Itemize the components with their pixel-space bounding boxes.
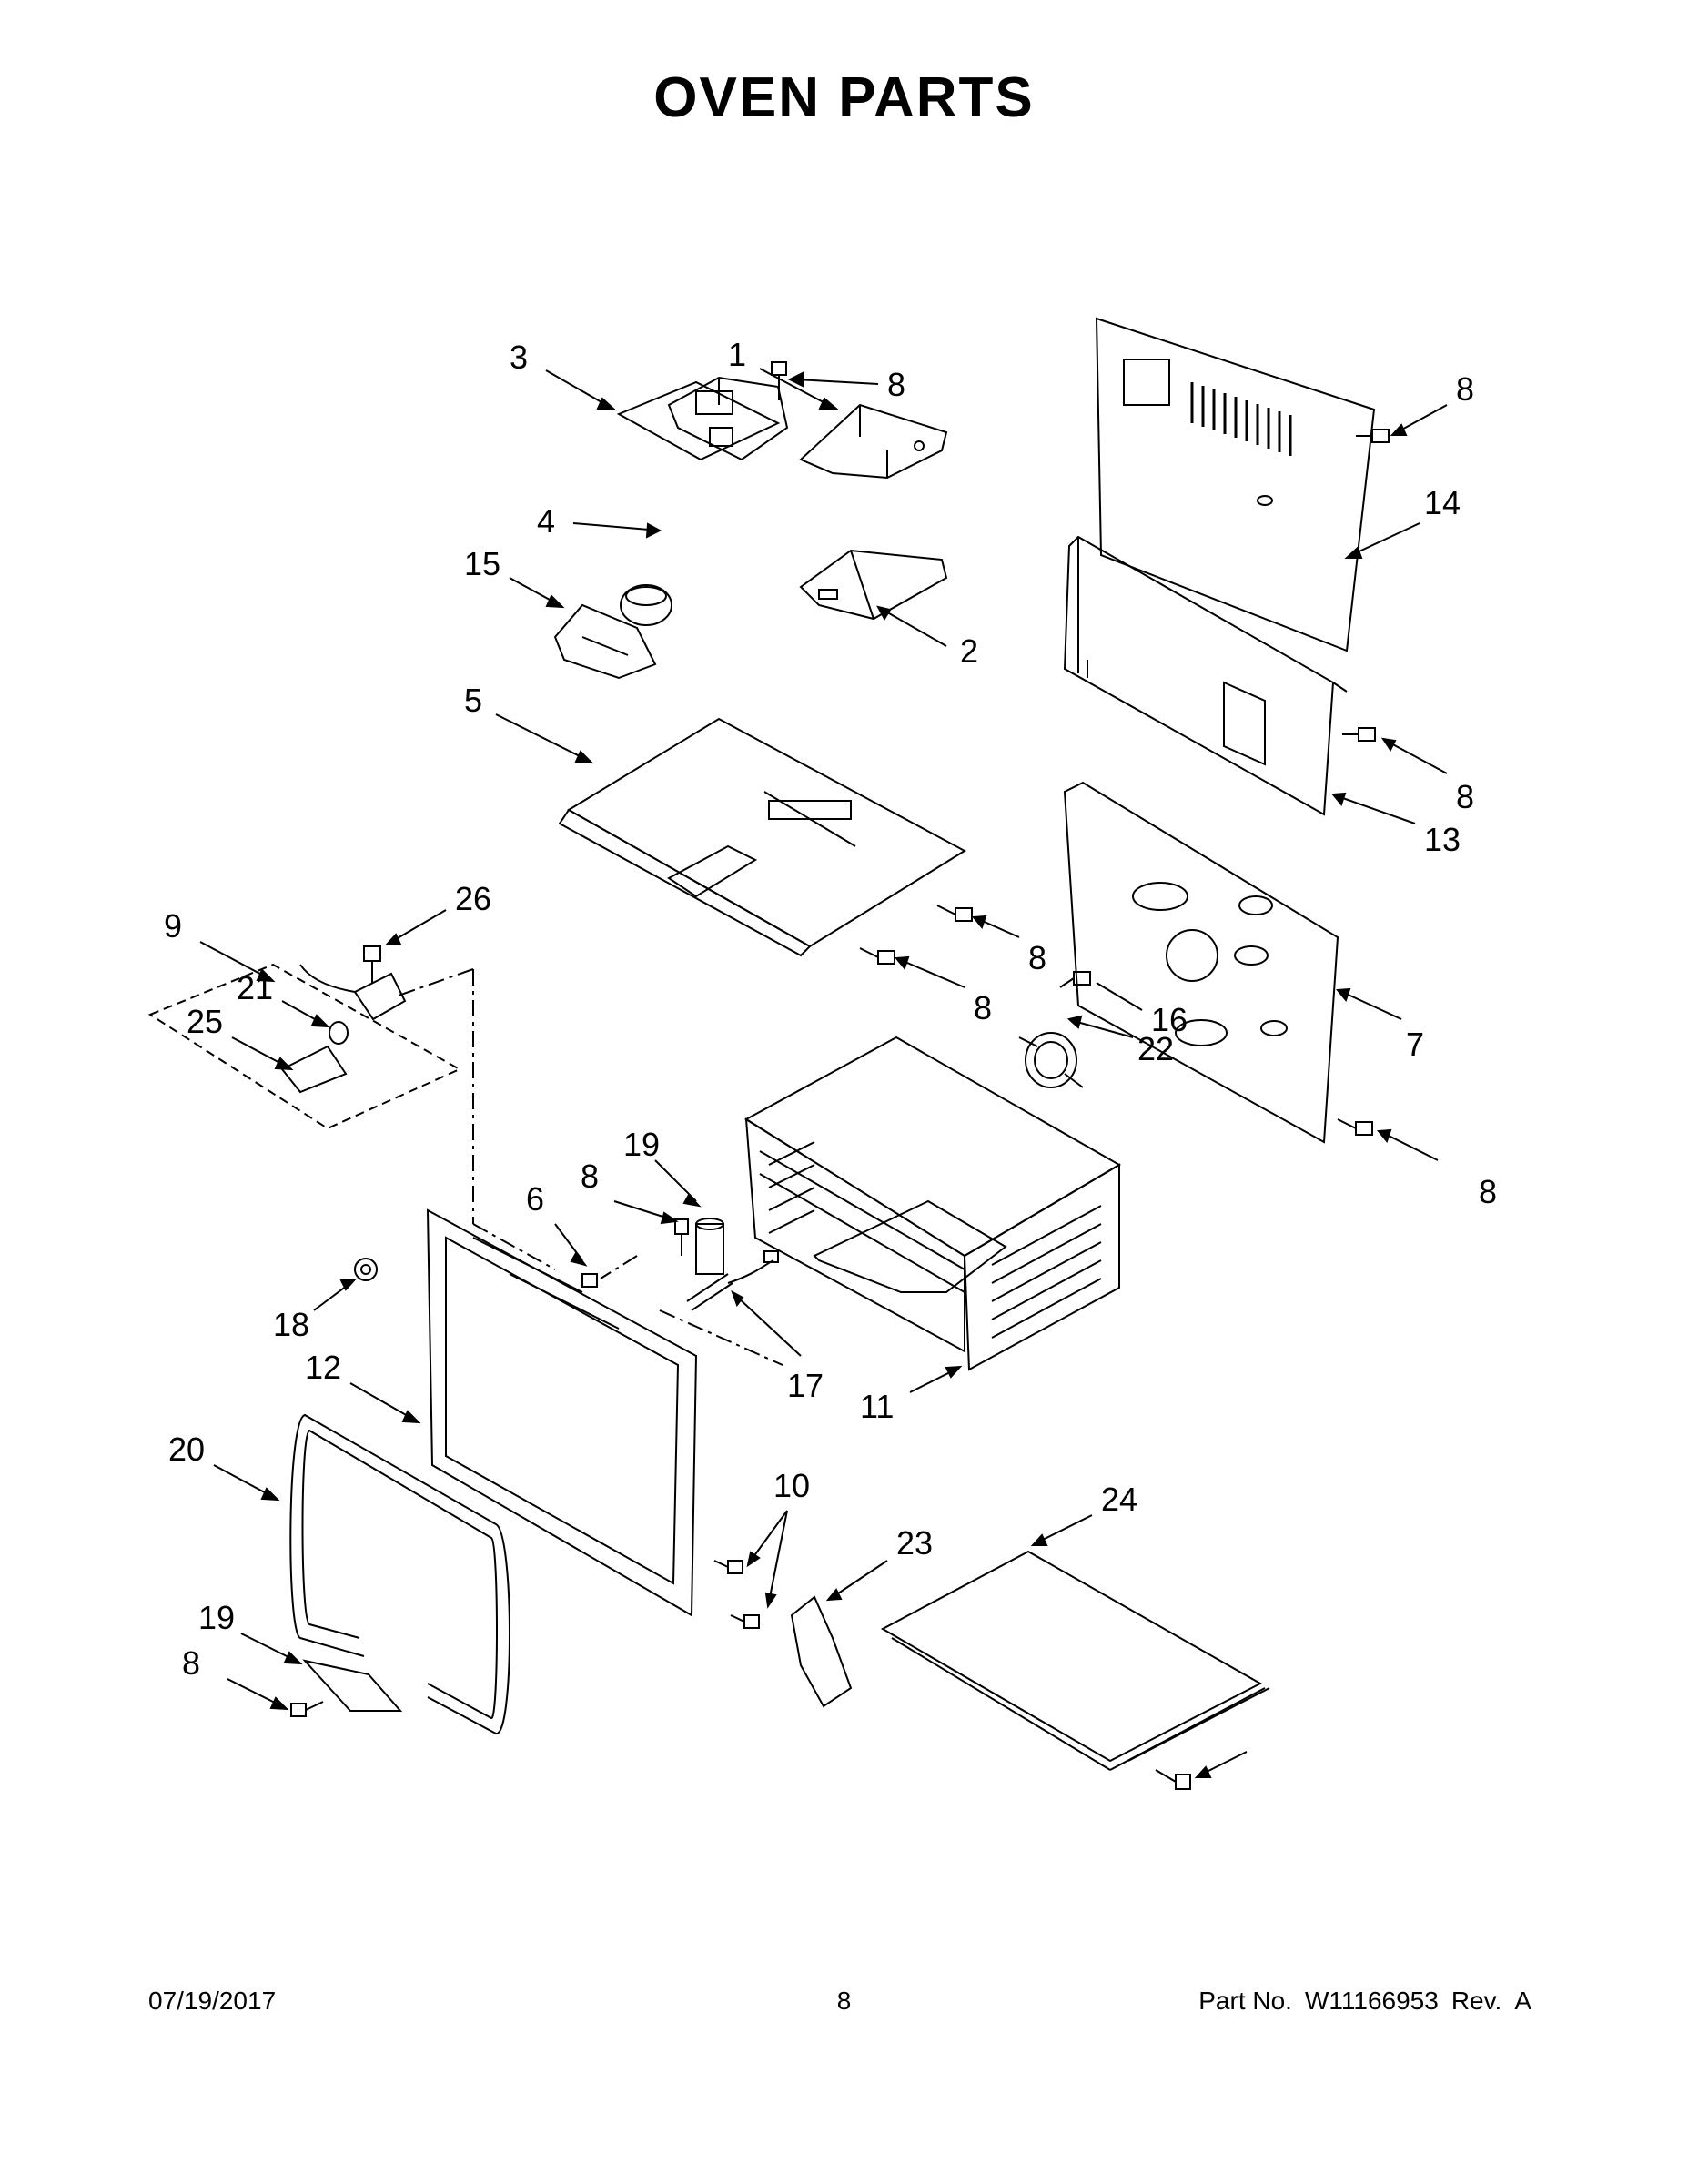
screw-26 (363, 945, 381, 983)
part-10-hinge-bracket (790, 1595, 853, 1708)
part-22-gasket (1018, 1032, 1084, 1088)
part-7-sensor (695, 1218, 724, 1275)
callout-17: 11 (860, 1388, 894, 1425)
callout-13: 13 (1424, 821, 1461, 858)
part-4-control-board (667, 376, 789, 461)
callout-21: 21 (237, 969, 273, 1006)
part-number-label: Part No. (1198, 1987, 1292, 2015)
callout-6: 18 (273, 1306, 309, 1343)
screw-8 (936, 905, 973, 922)
screw-8 (1337, 1118, 1373, 1136)
callout-26: 26 (455, 880, 491, 917)
callout-7: 19 (623, 1126, 660, 1163)
footer-page-number: 8 (836, 1987, 852, 2015)
callout-3: 3 (510, 339, 528, 376)
assembly-lines (395, 968, 783, 1366)
part-number: W11166953 (1304, 1987, 1439, 2015)
part-17-oven-cavity (744, 1036, 1121, 1371)
part-3-cover-plate (616, 380, 781, 461)
callout-8: 16 (1151, 1001, 1188, 1038)
callout-1: 1 (728, 336, 746, 373)
callout-8: 8 (1456, 370, 1474, 408)
callout-10: 23 (896, 1524, 933, 1562)
part-9-lamp-assembly (147, 963, 462, 1130)
footer-date: 07/19/2017 (148, 1987, 277, 2015)
callout-15: 15 (464, 545, 500, 582)
callout-8: 8 (1456, 778, 1474, 815)
callout-20: 10 (773, 1467, 810, 1504)
part-21-bulb (329, 1021, 349, 1045)
callout-8: 8 (887, 366, 905, 403)
part-11-door-frame (426, 1208, 698, 1617)
part-18-harness (686, 1250, 779, 1311)
callouts: 3 1 8 4 15 2 14 8 5 13 8 26 (164, 336, 1497, 1790)
revision: A (1514, 1987, 1531, 2015)
part-25-lens (280, 1045, 348, 1094)
callout-11: 12 (305, 1349, 341, 1386)
screw-8 (674, 1218, 689, 1256)
callout-4: 4 (537, 502, 555, 540)
callout-22: 22 (1137, 1030, 1174, 1067)
part-1-duct (799, 403, 948, 480)
callout-23: 24 (1101, 1481, 1137, 1518)
screw-8 (1356, 429, 1390, 443)
revision-label: Rev. (1450, 1987, 1502, 2015)
page-title: OVEN PARTS (653, 66, 1035, 129)
screw-8 (1059, 971, 1091, 988)
screw-8 (1155, 1769, 1191, 1790)
screw-8 (859, 947, 895, 965)
part-14-back-panel (1095, 317, 1376, 652)
callout-25: 25 (187, 1003, 223, 1040)
part-5-top-shield (558, 717, 967, 957)
callout-5: 5 (464, 682, 482, 719)
screw-20 (713, 1560, 743, 1574)
callout-9: 9 (164, 907, 182, 945)
part-2-bracket-tray (799, 549, 948, 621)
footer-part-info: Part No. W11166953 Rev. A (1186, 1987, 1531, 2016)
callout-14: 14 (1424, 484, 1461, 521)
callout-19: 6 (526, 1180, 544, 1218)
callout-18: 17 (787, 1367, 824, 1404)
callout-8: 8 (1479, 1173, 1497, 1210)
callout-8: 8 (974, 989, 992, 1026)
lamp-housing (299, 964, 407, 1021)
callout-8: 8 (1028, 939, 1046, 976)
screw-19 (581, 1273, 598, 1288)
callout-24: 19 (198, 1599, 235, 1636)
part-23-rack (880, 1550, 1270, 1771)
part-24-clip (302, 1659, 403, 1712)
part-15-lock-motor (553, 584, 672, 680)
part-16-rear-panel (1063, 781, 1339, 1144)
callout-19: 8 (182, 1644, 200, 1682)
part-13-back-shield (1063, 535, 1348, 816)
callout-16: 7 (1406, 1026, 1424, 1063)
callout-12: 20 (168, 1431, 205, 1468)
screw-20 (730, 1614, 760, 1629)
callout-8: 8 (581, 1158, 599, 1195)
screw-8 (1342, 727, 1376, 742)
callout-2: 2 (960, 632, 978, 670)
screw-19 (290, 1701, 324, 1717)
part-6-knob (354, 1258, 378, 1281)
part-12-door-gasket (289, 1413, 510, 1735)
